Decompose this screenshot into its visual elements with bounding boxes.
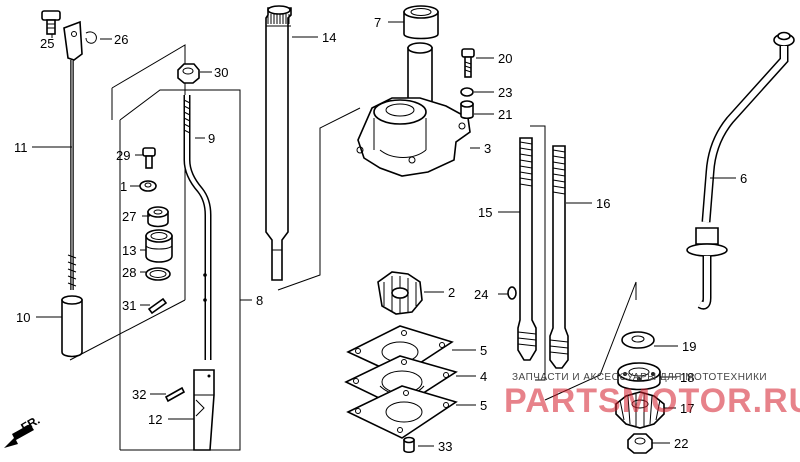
callout-17: 17	[680, 401, 694, 416]
callout-26: 26	[114, 32, 128, 47]
part-dowel-21	[460, 100, 474, 120]
callout-24: 24	[474, 287, 488, 302]
front-direction-arrow: FR.	[4, 413, 42, 448]
callout-28: 28	[122, 265, 136, 280]
part-plate-4	[344, 355, 458, 409]
callout-9: 9	[208, 131, 215, 146]
part-dowel-33	[403, 436, 415, 454]
part-bolt-25	[41, 10, 61, 36]
part-seal-7	[403, 5, 439, 40]
part-bolt-20	[461, 48, 475, 78]
part-shift-rod-9	[183, 95, 212, 360]
part-sleeve-10	[61, 295, 83, 358]
callout-25: 25	[40, 36, 54, 51]
watermark: ЗАПЧАСТИ И АКСЕССУАРЫ ДЛЯ МОТОТЕХНИКИ PA…	[504, 372, 800, 420]
callout-14: 14	[322, 30, 336, 45]
callout-31: 31	[122, 298, 136, 313]
callout-16: 16	[596, 196, 610, 211]
part-washer-19	[621, 331, 655, 349]
part-bushing-13	[145, 229, 173, 263]
part-pump-housing-3	[356, 42, 471, 177]
callout-11: 11	[14, 140, 28, 155]
callout-7: 7	[374, 15, 381, 30]
callout-18: 18	[680, 370, 694, 385]
watermark-logo: PARTSMOTOR.RU	[504, 382, 800, 420]
callout-20: 20	[498, 51, 512, 66]
callout-10: 10	[16, 310, 30, 325]
part-shift-arm-12	[193, 369, 215, 451]
callout-29: 29	[116, 148, 130, 163]
part-water-tube-6	[686, 31, 795, 310]
callout-22: 22	[674, 436, 688, 451]
part-shaft-tube-14	[265, 5, 292, 281]
callout-13: 13	[122, 243, 136, 258]
part-nut-30	[177, 63, 200, 84]
callout-6: 6	[740, 171, 747, 186]
callout-labels: 25 26 11 10 30 9 29 1 27 13 28 31 8 32 1…	[14, 15, 747, 454]
part-pin-31	[147, 297, 168, 315]
part-pin-32	[164, 386, 186, 403]
callout-21: 21	[498, 107, 512, 122]
callout-8: 8	[256, 293, 263, 308]
callout-5-bottom: 5	[480, 398, 487, 413]
callout-33: 33	[438, 439, 452, 454]
part-gear-17	[615, 391, 665, 429]
callout-1: 1	[120, 179, 127, 194]
part-grommet-27	[147, 206, 169, 228]
part-nut-22	[627, 433, 653, 454]
part-clip-26	[85, 31, 112, 44]
part-pin-24	[507, 286, 517, 300]
callout-12: 12	[148, 412, 162, 427]
part-drive-shaft-15	[517, 137, 537, 361]
part-washer-1	[139, 180, 157, 192]
callout-4: 4	[480, 369, 487, 384]
callout-30: 30	[214, 65, 228, 80]
part-oring-28	[145, 267, 171, 281]
watermark-tagline: ЗАПЧАСТИ И АКСЕССУАРЫ ДЛЯ МОТОТЕХНИКИ	[512, 372, 767, 383]
part-shift-rod-11	[63, 20, 83, 290]
part-bolt-29	[142, 147, 156, 169]
part-gasket-5-bottom	[346, 385, 458, 439]
callout-3: 3	[484, 141, 491, 156]
callout-19: 19	[682, 339, 696, 354]
callout-32: 32	[132, 387, 146, 402]
part-bearing-18	[617, 362, 661, 391]
callout-2: 2	[448, 285, 455, 300]
part-impeller-2	[377, 271, 423, 315]
leader-lines	[32, 21, 736, 447]
callout-5-top: 5	[480, 343, 487, 358]
part-washer-23	[460, 87, 474, 97]
callout-27: 27	[122, 209, 136, 224]
callout-23: 23	[498, 85, 512, 100]
callout-15: 15	[478, 205, 492, 220]
part-drive-shaft-16	[549, 145, 569, 369]
